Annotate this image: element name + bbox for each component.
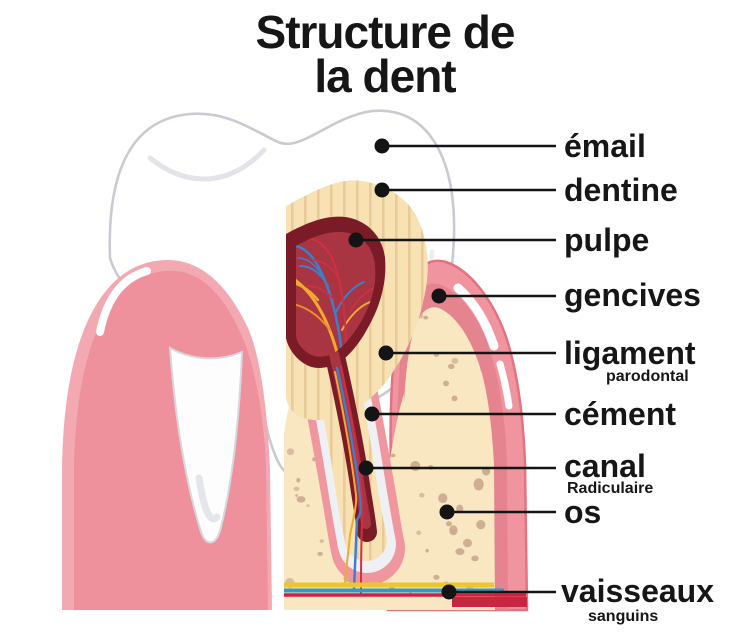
right-gum-highlight [453, 283, 499, 351]
leader-dot [348, 232, 364, 248]
label-pulpe: pulpe [564, 222, 649, 258]
leader-lines [348, 138, 556, 600]
vessel-yellow [296, 303, 331, 331]
label-gencives: gencives [564, 277, 701, 313]
label-canal-sub: Radiculaire [567, 480, 653, 497]
apex-vessel-yellow [344, 534, 351, 585]
label-ligament-sub: parodontal [606, 368, 689, 385]
leader-os [439, 504, 556, 520]
label-vaisseaux-sub: sanguins [588, 608, 658, 625]
bottom-artery-band [452, 597, 527, 607]
leader-dentine [374, 182, 556, 198]
label-canal: canal [564, 448, 646, 484]
vessel-red [305, 285, 335, 301]
leader-ligament [378, 345, 556, 361]
vessel-yellow [296, 268, 340, 357]
leader-pulpe [348, 232, 556, 248]
label-ligament: ligament [564, 335, 696, 371]
leader-dot [374, 182, 390, 198]
title-line-2: la dent [314, 50, 456, 102]
vessel-blue [335, 281, 365, 313]
leader-vaisseaux [441, 584, 556, 600]
canal-vessel-yellow [334, 371, 358, 536]
leader-dot [358, 460, 374, 476]
pulp-vessels [296, 237, 375, 357]
vessel-yellow [341, 301, 371, 331]
leader-cement [364, 406, 556, 422]
leader-dot [439, 504, 455, 520]
right-bone-body [402, 307, 495, 610]
label-dentine: dentine [564, 172, 678, 208]
label-email: émail [564, 128, 646, 164]
label-vaisseaux: vaisseaux [561, 573, 714, 609]
canal-vessel-red [340, 365, 364, 525]
leader-dot [431, 288, 447, 304]
left-gum-highlight [96, 267, 151, 336]
vessel-red [307, 237, 347, 353]
vessel-blue [297, 257, 323, 277]
left-root [168, 346, 244, 544]
title-line-1: Structure de [256, 6, 515, 58]
label-os: os [564, 494, 601, 530]
vessel-blue [296, 244, 344, 356]
left-root-body [168, 346, 244, 544]
blood-vessels-strip [284, 582, 527, 607]
labels: émail dentine pulpe gencives ligament pa… [561, 128, 714, 625]
canal-vessel-blue [335, 366, 363, 522]
leader-canal [358, 460, 556, 476]
cusp-shadow [147, 147, 267, 182]
leader-dot [378, 345, 394, 361]
vessel-red [349, 287, 375, 313]
leader-dot [364, 406, 380, 422]
leader-email [374, 138, 556, 154]
vessel-red [313, 259, 339, 279]
right-gum-highlight-2 [496, 360, 513, 410]
leader-dot [441, 584, 457, 600]
vessel-blue [299, 265, 329, 287]
title: Structure de la dent [256, 6, 516, 102]
leader-dot [374, 138, 390, 154]
leader-gencives [431, 288, 556, 304]
left-root-shadow [195, 474, 221, 523]
label-cement: cément [564, 396, 676, 432]
vessel-yellow [296, 280, 320, 302]
